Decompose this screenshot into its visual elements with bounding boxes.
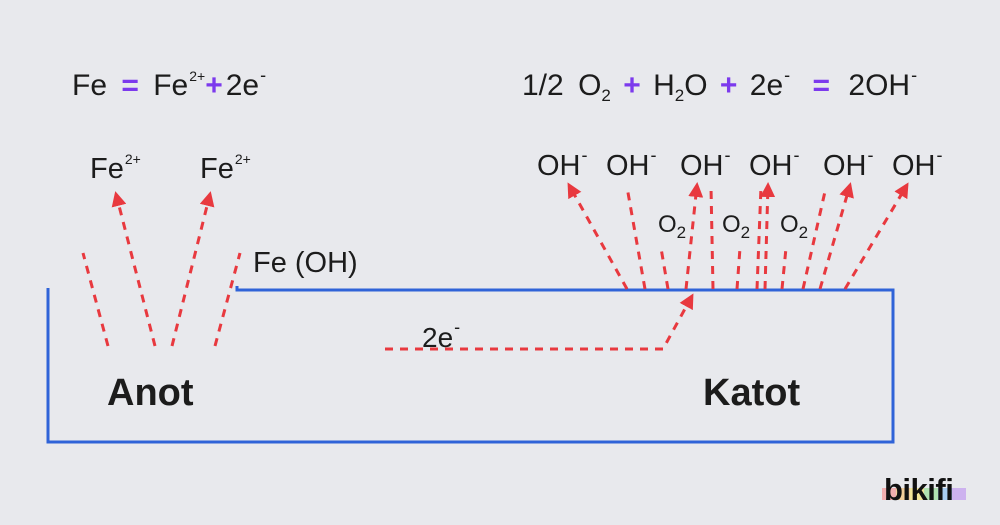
- anode-arrow: [170, 191, 215, 347]
- cathode-dashed-line: [755, 186, 763, 290]
- anode-arrow: [111, 191, 157, 347]
- logo-band: [924, 488, 938, 500]
- logo-band: [910, 488, 924, 500]
- cathode-dashed-line: [780, 247, 788, 290]
- cathode-arrow-hydroxide: [843, 182, 909, 290]
- oxygen-label: O2: [780, 211, 809, 242]
- anode-dashed-line: [213, 252, 242, 347]
- cathode-arrow-hydroxide: [567, 182, 629, 290]
- oxygen-label: O2: [722, 211, 751, 242]
- cathode-ion-hydroxide: OH-: [606, 145, 657, 182]
- iron-hydroxide-label: Fe (OH): [253, 247, 358, 279]
- cathode-ion-hydroxide: OH-: [537, 145, 588, 182]
- cathode-label: Katot: [703, 372, 801, 414]
- cathode-ion-hydroxide: OH-: [892, 145, 943, 182]
- cathode-dashed-line: [801, 186, 828, 290]
- cathode-dashed-line: [709, 186, 715, 290]
- cathode-dashed-line: [625, 186, 647, 290]
- logo-text: bikifi: [884, 472, 954, 507]
- logo-band: [882, 488, 896, 500]
- bikifi-logo: bikifi: [882, 470, 972, 510]
- electron-flow-arrow: [385, 293, 694, 351]
- anode-dashed-line: [81, 252, 110, 347]
- cathode-dashed-line: [735, 247, 742, 290]
- anode-arrows: [81, 191, 242, 347]
- cathode-arrow-hydroxide: [760, 182, 776, 290]
- anode-ion-fe2plus: Fe2+: [90, 151, 141, 185]
- logo-band: [952, 488, 966, 500]
- cathode-arrow-hydroxide: [684, 182, 704, 290]
- logo-band: [896, 488, 910, 500]
- anode-ion-fe2plus: Fe2+: [200, 151, 251, 185]
- anode-equation: Fe = Fe2++2e-: [72, 65, 267, 102]
- iron-outline: [46, 286, 895, 444]
- cathode-ion-hydroxide: OH-: [749, 145, 800, 182]
- oxygen-label: O2: [658, 211, 687, 242]
- electron-flow-label: 2e-: [422, 317, 461, 353]
- cathode-ion-hydroxide: OH-: [680, 145, 731, 182]
- cathode-arrows: [567, 182, 909, 290]
- cathode-arrow-hydroxide: [818, 182, 854, 290]
- anode-label: Anot: [107, 372, 194, 414]
- logo-band: [938, 488, 952, 500]
- cathode-ion-hydroxide: OH-: [823, 145, 874, 182]
- cathode-equation: 1/2 O2 + H2O + 2e- = 2OH-: [522, 65, 918, 105]
- cathode-dashed-line: [659, 247, 670, 290]
